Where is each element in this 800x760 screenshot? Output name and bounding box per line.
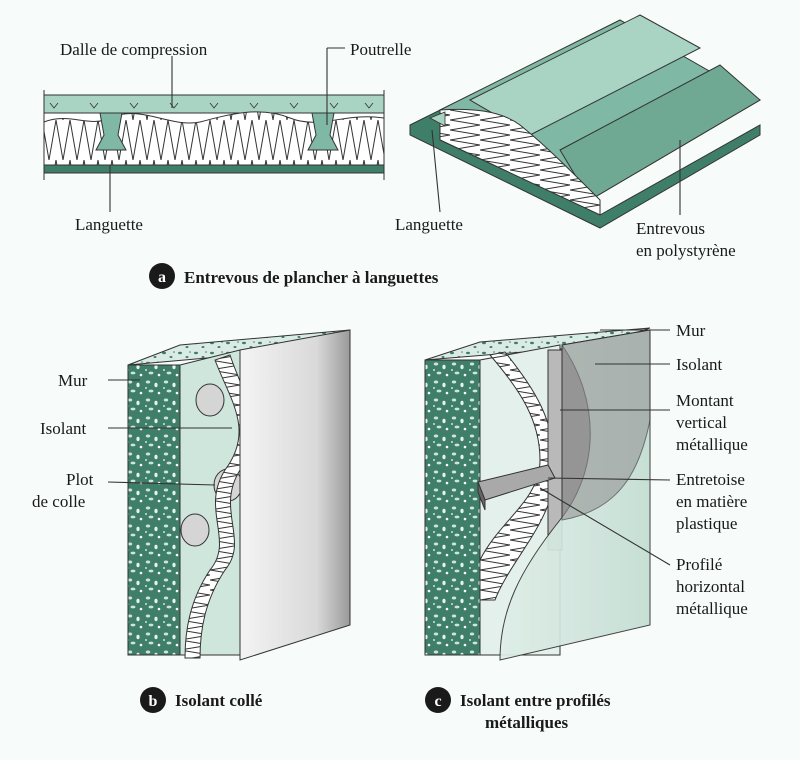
- caption-b: Isolant collé: [175, 691, 263, 710]
- badge-c: [425, 687, 451, 713]
- glued-insulation-drawing: [127, 329, 351, 661]
- label-mur-b: Mur: [58, 371, 88, 390]
- badge-a: [149, 263, 175, 289]
- label-entrevous-2: en polystyrène: [636, 241, 736, 260]
- label-montant-1: Montant: [676, 391, 734, 410]
- badge-b-letter: b: [149, 693, 158, 710]
- badge-a-letter: a: [158, 269, 166, 286]
- label-profile-1: Profilé: [676, 555, 722, 574]
- label-plot-2: de colle: [32, 492, 85, 511]
- caption-c-line2: métalliques: [485, 713, 568, 732]
- label-entretoise-1: Entretoise: [676, 470, 745, 489]
- polystyrene-block-drawing: [409, 14, 761, 229]
- label-isolant-c: Isolant: [676, 355, 723, 374]
- label-montant-3: métallique: [676, 435, 748, 454]
- caption-a: Entrevous de plancher à languettes: [184, 268, 439, 287]
- label-isolant-b: Isolant: [40, 419, 87, 438]
- label-entrevous-1: Entrevous: [636, 219, 705, 238]
- label-profile-3: métallique: [676, 599, 748, 618]
- label-montant-2: vertical: [676, 413, 727, 432]
- badge-b: [140, 687, 166, 713]
- profile-insulation-drawing: [424, 327, 651, 661]
- badge-c-letter: c: [434, 693, 441, 710]
- label-poutrelle: Poutrelle: [350, 40, 411, 59]
- label-profile-2: horizontal: [676, 577, 745, 596]
- label-plot-1: Plot: [66, 470, 94, 489]
- floor-section-drawing: [43, 90, 385, 180]
- label-entretoise-2: en matière: [676, 492, 747, 511]
- label-languette-left: Languette: [75, 215, 143, 234]
- label-mur-c: Mur: [676, 321, 706, 340]
- caption-c-line1: Isolant entre profilés: [460, 691, 611, 710]
- label-languette-right: Languette: [395, 215, 463, 234]
- label-entretoise-3: plastique: [676, 514, 737, 533]
- label-dalle: Dalle de compression: [60, 40, 208, 59]
